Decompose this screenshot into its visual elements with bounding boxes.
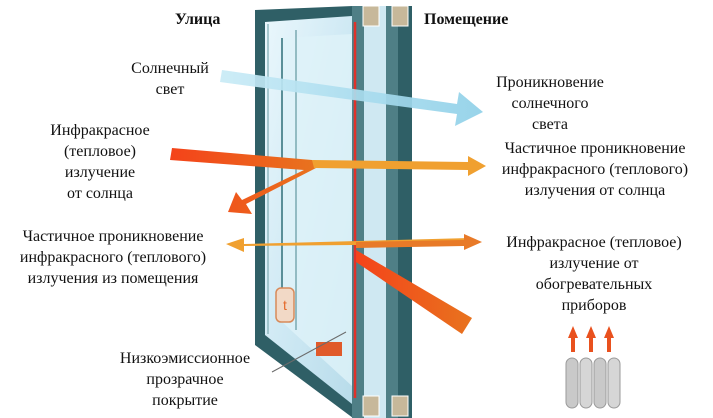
label-sun-infrared: Инфракрасное (тепловое) излучение от сол… — [50, 122, 150, 202]
label-heater-infrared: Инфракрасное (тепловое) излучение от обо… — [506, 234, 682, 314]
heat-waves-icon — [568, 326, 614, 352]
glass-spacer-2 — [386, 6, 398, 418]
heading-outside: Улица — [175, 11, 221, 28]
heater-infrared-arrow — [356, 234, 482, 250]
coating-pointer — [271, 331, 347, 373]
heater-reflection-beam — [356, 250, 472, 334]
heading-inside: Помещение — [424, 11, 509, 28]
middle-glass-pane — [282, 34, 352, 386]
sun-infrared-partial-arrow — [312, 156, 486, 176]
label-sunlight: Солнечный свет — [131, 60, 209, 98]
label-coating: Низкоэмиссионное прозрачное покрытие — [119, 350, 251, 409]
label-room-infrared-partial: Частичное проникновение инфракрасного (т… — [19, 228, 207, 287]
sunlight-arrow — [220, 70, 483, 126]
sun-infrared-arrow — [170, 148, 316, 214]
radiator-icon — [565, 357, 621, 409]
svg-text:t: t — [283, 297, 287, 313]
window-sticker-icon: t — [275, 287, 342, 356]
label-sun-infrared-partial: Частичное проникновение инфракрасного (т… — [501, 140, 689, 199]
label-sunlight-penetration: Проникновение солнечного света — [496, 74, 604, 133]
